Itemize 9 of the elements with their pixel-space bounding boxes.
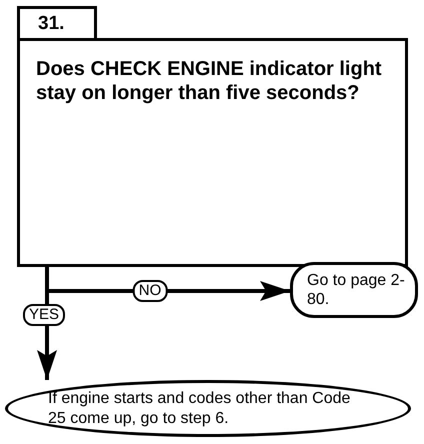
terminal-box: [290, 262, 418, 318]
node-text: 31.: [38, 13, 64, 36]
question-box: [17, 38, 408, 267]
edge-label: NO: [132, 280, 168, 302]
node-text: Does CHECK ENGINE indicator light stay on longer than five seconds?: [36, 57, 383, 105]
node-text: If engine starts and codes other than Code 25 come up, go to step 6.: [48, 389, 352, 428]
node-text: Go to page 2-80.: [307, 270, 406, 310]
step-number-tab: [17, 6, 97, 41]
edge-label: YES: [23, 304, 65, 326]
